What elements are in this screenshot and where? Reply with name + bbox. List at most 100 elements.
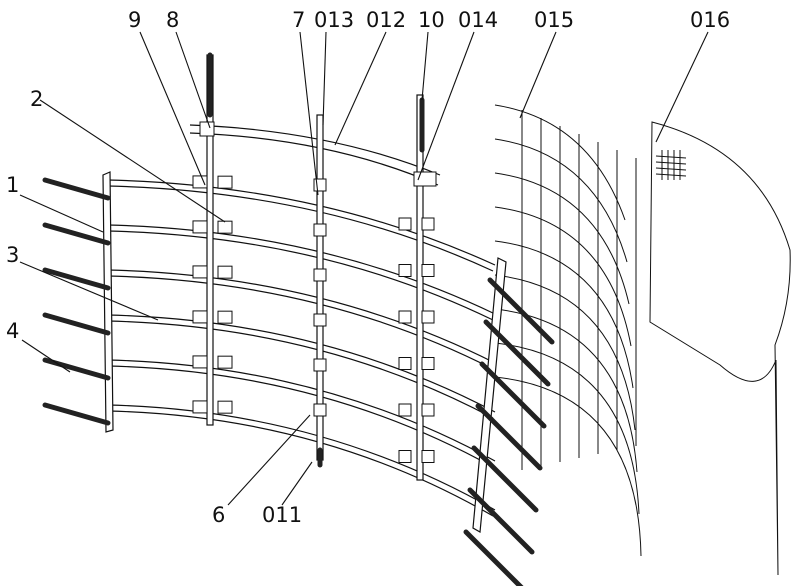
clamp-block — [398, 450, 412, 463]
right-anchor-rod — [483, 319, 551, 387]
connector-block — [313, 223, 327, 237]
right-anchor-rod — [487, 277, 555, 345]
sheet-grid-line — [655, 155, 687, 159]
rail-tube-edge — [107, 230, 494, 321]
label-8: 8 — [166, 8, 179, 32]
top-bracket-014 — [413, 171, 437, 187]
clamp-block — [192, 175, 208, 189]
rail-tube-edge — [107, 275, 494, 370]
clamp-block — [421, 403, 435, 417]
clamp-block — [217, 355, 233, 369]
label-4: 4 — [6, 319, 19, 343]
clamp-block — [398, 310, 412, 324]
anchor-rods — [42, 52, 555, 586]
leader-line — [421, 31, 429, 101]
mesh-arc-line — [494, 240, 634, 389]
label-014: 014 — [458, 8, 498, 32]
sheet-grid-line — [655, 173, 687, 177]
label-2: 2 — [30, 87, 43, 111]
rail-tube — [107, 359, 496, 462]
curved-rails — [107, 124, 496, 517]
right-anchor-rod — [479, 361, 547, 429]
rail-tube — [107, 179, 496, 266]
connector-block — [313, 178, 327, 192]
leader-line — [519, 31, 557, 119]
rail-tube-edge — [107, 185, 494, 272]
leader-line — [655, 31, 709, 143]
top-bracket — [199, 121, 215, 137]
right-anchor-rod — [463, 529, 524, 586]
clamp-block — [217, 175, 233, 189]
mesh-arc-line — [494, 172, 630, 305]
leader-line — [21, 339, 71, 373]
clamp-block — [192, 265, 208, 279]
left-anchor-rod — [42, 312, 111, 336]
label-9: 9 — [128, 8, 141, 32]
mesh-arc-line — [494, 104, 626, 221]
mesh-arc-line — [494, 342, 640, 515]
clamp-block — [398, 403, 412, 417]
label-7: 7 — [292, 8, 305, 32]
connector-block — [313, 358, 327, 372]
mesh-arc-line — [494, 274, 636, 431]
leader-line — [281, 461, 313, 506]
clamp-block — [192, 355, 208, 369]
label-016: 016 — [690, 8, 730, 32]
clamps — [192, 121, 437, 463]
leader-line — [39, 99, 226, 223]
label-1: 1 — [6, 173, 19, 197]
clamp-block — [421, 310, 435, 324]
leader-line — [299, 31, 319, 196]
clamp-block — [421, 264, 435, 277]
sheet-grid-line — [655, 167, 687, 171]
label-3: 3 — [6, 243, 19, 267]
clamp-block — [217, 400, 233, 414]
clamp-block — [192, 400, 208, 414]
leader-lines — [19, 31, 709, 506]
clamp-block — [192, 310, 208, 324]
right-anchor-rod — [475, 403, 543, 471]
rail-tube — [107, 314, 496, 413]
left-anchor-rod — [42, 357, 111, 381]
left-anchor-rod — [42, 267, 111, 291]
leader-line — [19, 261, 159, 321]
mesh-015 — [494, 104, 642, 557]
mesh-arc-line — [494, 376, 642, 557]
leader-line — [334, 31, 387, 146]
clamp-block — [217, 265, 233, 279]
leader-line — [19, 194, 104, 233]
leader-line — [175, 31, 211, 129]
left-frame-post-1 — [102, 171, 114, 433]
rail-tube — [107, 224, 496, 315]
label-011: 011 — [262, 503, 302, 527]
leader-line — [139, 31, 206, 186]
right-anchor-rod — [471, 445, 539, 513]
right-anchor-rod — [467, 487, 535, 555]
sheet-grid-line — [655, 161, 687, 165]
clamp-block — [398, 357, 412, 370]
connector-block — [313, 403, 327, 417]
label-015: 015 — [534, 8, 574, 32]
clamp-block — [421, 357, 435, 370]
label-10: 10 — [418, 8, 445, 32]
clamp-block — [217, 310, 233, 324]
rail-tube-edge — [107, 410, 494, 517]
left-anchor-rod — [42, 222, 111, 246]
vertical-posts — [102, 54, 507, 533]
rail-tube-edge — [107, 320, 494, 419]
leader-line — [322, 31, 327, 126]
leader-line — [417, 31, 475, 181]
label-013: 013 — [314, 8, 354, 32]
label-012: 012 — [366, 8, 406, 32]
clamp-block — [421, 450, 435, 463]
rail-tube — [107, 404, 496, 511]
vertical-post — [416, 94, 424, 481]
sheet-outline — [649, 121, 791, 576]
leader-line — [227, 414, 311, 506]
mesh-arc-line — [494, 206, 632, 347]
connector-block — [313, 313, 327, 327]
mesh-arc-line — [494, 138, 628, 263]
clamp-block — [398, 264, 412, 277]
